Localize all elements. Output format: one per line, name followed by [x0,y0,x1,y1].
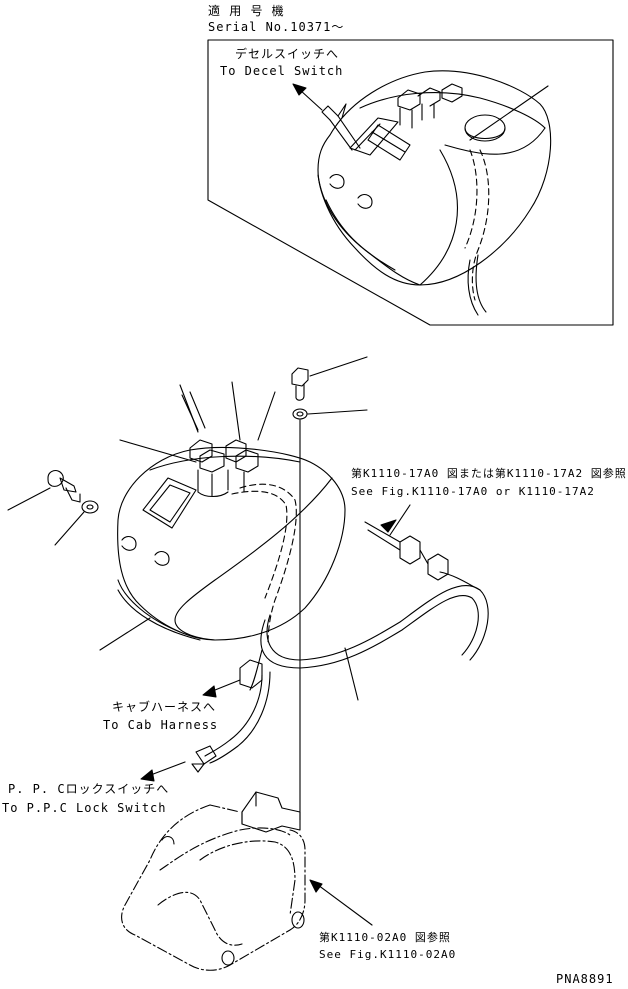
bolt-and-washer [291,356,368,821]
ppc-lock-label-jp: P. P. Cロックスイッチへ [8,782,170,796]
arrow-to-decel-switch [292,83,323,111]
arrow-to-ppc-lock-switch [140,761,186,782]
cab-harness-label-jp: キャブハーネスへ [112,700,217,714]
applicable-serial-en: Serial No.10371～ [208,20,345,34]
applicable-serial-jp: 適 用 号 機 [208,4,285,18]
ppc-lock-label-en: To P.P.C Lock Switch [2,801,167,815]
decel-switch-label-jp: デセルスイッチへ [235,47,340,61]
main-console [99,381,346,651]
arrow-to-fig-02 [309,879,323,893]
fig-ref-17-jp: 第K1110-17A0 図または第K1110-17A2 図参照 [351,467,627,480]
arrow-to-fig-17 [380,519,397,533]
inset-frame [207,39,614,326]
inset-console [317,70,552,316]
fig-ref-02-jp: 第K1110-02A0 図参照 [319,931,451,944]
left-bolt-and-washer [7,469,99,546]
wiring-harness [191,504,489,773]
drawing-number: PNA8891 [556,972,614,986]
decel-switch-label-en: To Decel Switch [220,64,344,78]
arrow-to-cab-harness [202,679,241,698]
bottom-bracket [121,791,373,971]
fig-ref-02-en: See Fig.K1110-02A0 [319,948,457,961]
fig-ref-17-en: See Fig.K1110-17A0 or K1110-17A2 [351,485,595,498]
cab-harness-label-en: To Cab Harness [103,718,219,732]
